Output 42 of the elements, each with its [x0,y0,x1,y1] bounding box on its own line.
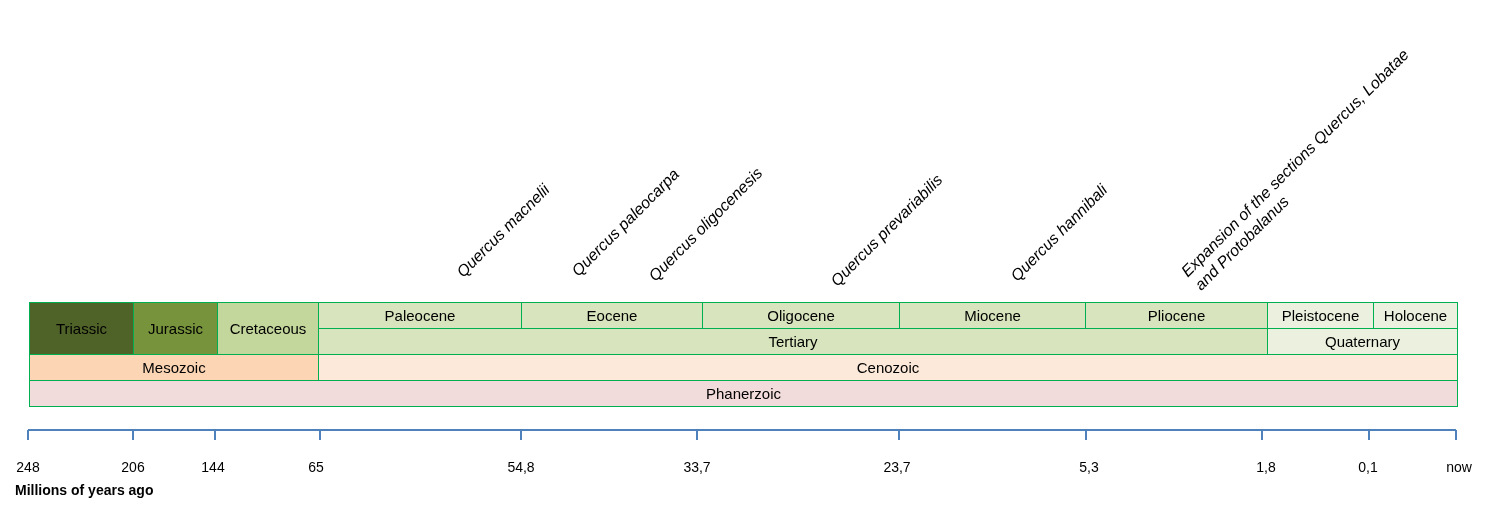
eon-name: Phanerzoic [705,386,781,401]
axis-title: Millions of years ago [15,482,154,499]
period-box [29,302,134,355]
tick-label: 23,7 [883,459,911,476]
epoch-box [318,302,522,329]
period-name: Tertiary [768,334,818,349]
era-box [318,354,1458,381]
epoch-name: Paleocene [384,308,456,323]
epoch-name: Eocene [586,308,638,323]
epoch-box [702,302,900,329]
tick-label: 1,8 [1256,459,1276,476]
epoch-box [1267,302,1374,329]
period-box [217,302,319,355]
tick-label: 65 [308,459,324,476]
epoch-box [1085,302,1268,329]
period-box [318,328,1268,355]
period-box [133,302,218,355]
period-name: Triassic [55,321,108,336]
epoch-box [521,302,703,329]
tick-label: 54,8 [507,459,535,476]
era-name: Cenozoic [856,360,920,375]
tick-label: 248 [16,459,40,476]
epoch-name: Miocene [964,308,1021,323]
tick-label: 144 [201,459,225,476]
epoch-name: Pleistocene [1281,308,1360,323]
tick-label: 206 [121,459,145,476]
period-name: Jurassic [148,321,203,336]
tick-label: 33,7 [683,459,711,476]
tick-label: now [1446,459,1472,476]
epoch-name: Oligocene [767,308,835,323]
epoch-name: Holocene [1383,308,1448,323]
tick-label: 0,1 [1358,459,1378,476]
epoch-box [1373,302,1458,329]
era-name: Mesozoic [142,360,206,375]
period-name: Quaternary [1324,334,1400,349]
period-box [1267,328,1458,355]
eon-box [29,380,1458,407]
period-name: Cretaceous [229,321,307,336]
epoch-box [899,302,1086,329]
era-box [29,354,319,381]
epoch-name: Pliocene [1147,308,1206,323]
tick-label: 5,3 [1079,459,1099,476]
